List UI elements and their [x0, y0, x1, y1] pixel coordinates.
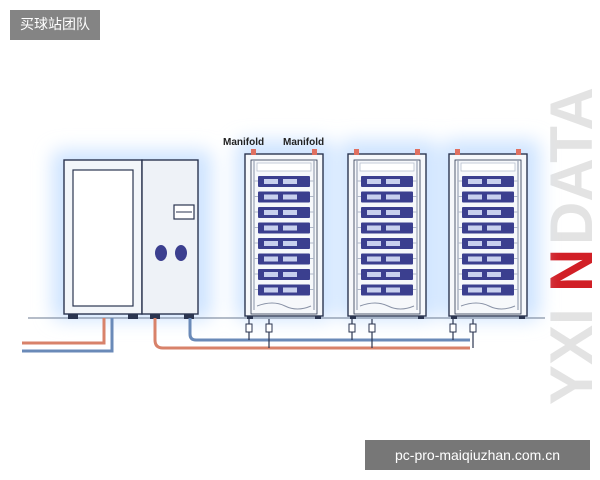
rack-inner-frame	[353, 159, 421, 315]
module-panel-right	[386, 179, 400, 184]
manifold-cap-right	[415, 149, 420, 155]
brand-suffix: DATA	[538, 87, 600, 245]
module-panel-right	[487, 210, 501, 215]
manifold-cap-left	[251, 149, 256, 155]
module-panel-left	[468, 179, 482, 184]
site-badge: 买球站团队	[10, 10, 100, 40]
module-panel-right	[386, 194, 400, 200]
supply-main-pipe	[153, 318, 470, 350]
module-panel-right	[283, 256, 297, 262]
url-watermark: pc-pro-maiqiuzhan.com.cn	[365, 440, 590, 470]
return-valve	[449, 323, 457, 333]
rack-top-panel	[359, 162, 415, 172]
server-rack-3	[448, 149, 528, 348]
rack-bottom-hose	[460, 302, 516, 310]
module-panel-left	[468, 241, 482, 246]
supply-pipe-left	[22, 318, 106, 345]
module-panel-left	[468, 272, 482, 277]
brand-accent-letter: N	[538, 249, 600, 292]
module-panel-left	[367, 256, 381, 262]
module-panel-left	[264, 194, 278, 200]
rack-foot-left	[350, 316, 356, 319]
module-panel-left	[264, 179, 278, 184]
rack-inner-frame	[454, 159, 522, 315]
cdu-port-left	[155, 245, 167, 261]
module-panel-right	[487, 194, 501, 200]
rack-bottom-hose	[359, 302, 415, 310]
module-panel-right	[487, 256, 501, 262]
module-panel-left	[367, 241, 381, 246]
rack-inner-frame	[250, 159, 318, 315]
module-panel-left	[264, 287, 278, 293]
module-panel-right	[386, 210, 400, 215]
module-panel-left	[468, 210, 482, 215]
module-panel-right	[487, 179, 501, 184]
cdu-port-right	[175, 245, 187, 261]
rack-bottom-hose	[256, 302, 312, 310]
module-panel-right	[283, 194, 297, 200]
return-valve	[348, 323, 356, 333]
return-pipe-left	[22, 318, 114, 353]
module-panel-left	[264, 225, 278, 231]
rack-foot-right	[315, 316, 321, 319]
brand-prefix: YXI	[538, 308, 600, 405]
module-panel-left	[264, 272, 278, 277]
module-panel-right	[487, 225, 501, 231]
module-panel-right	[386, 287, 400, 293]
module-panel-right	[487, 241, 501, 246]
server-rack-2	[347, 149, 427, 348]
return-valve	[245, 323, 253, 333]
module-panel-left	[367, 287, 381, 293]
rack-top-panel	[256, 162, 312, 172]
module-panel-right	[283, 179, 297, 184]
module-panel-left	[468, 256, 482, 262]
rack-foot-left	[247, 316, 253, 319]
manifold-label-1: Manifold	[223, 137, 264, 148]
module-panel-left	[468, 287, 482, 293]
module-panel-right	[386, 241, 400, 246]
module-panel-left	[468, 194, 482, 200]
rack-foot-left	[451, 316, 457, 319]
module-panel-left	[264, 256, 278, 262]
module-panel-left	[264, 210, 278, 215]
module-panel-right	[283, 287, 297, 293]
module-panel-left	[367, 210, 381, 215]
rack-top-panel	[460, 162, 516, 172]
module-panel-left	[367, 272, 381, 277]
module-panel-left	[264, 241, 278, 246]
module-panel-right	[386, 272, 400, 277]
module-panel-right	[386, 256, 400, 262]
server-rack-1	[244, 149, 324, 348]
manifold-cap-left	[354, 149, 359, 155]
manifold-label-2: Manifold	[283, 137, 324, 148]
module-panel-right	[283, 225, 297, 231]
manifold-cap-right	[312, 149, 317, 155]
module-panel-left	[468, 225, 482, 231]
module-panel-right	[487, 272, 501, 277]
supply-valve	[368, 323, 376, 333]
module-panel-right	[487, 287, 501, 293]
module-panel-right	[283, 210, 297, 215]
return-main-pipe	[188, 318, 470, 342]
brand-watermark: YXI N DATA	[538, 87, 600, 405]
module-panel-right	[283, 241, 297, 246]
module-panel-right	[386, 225, 400, 231]
coolant-pipes	[22, 318, 470, 353]
rack-foot-right	[519, 316, 525, 319]
manifold-cap-left	[455, 149, 460, 155]
server-racks	[244, 149, 528, 348]
rack-foot-right	[418, 316, 424, 319]
supply-valve	[469, 323, 477, 333]
module-panel-left	[367, 225, 381, 231]
cdu-cabinet	[63, 159, 199, 319]
module-panel-left	[367, 179, 381, 184]
supply-valve	[265, 323, 273, 333]
module-panel-right	[283, 272, 297, 277]
module-panel-left	[367, 194, 381, 200]
manifold-cap-right	[516, 149, 521, 155]
